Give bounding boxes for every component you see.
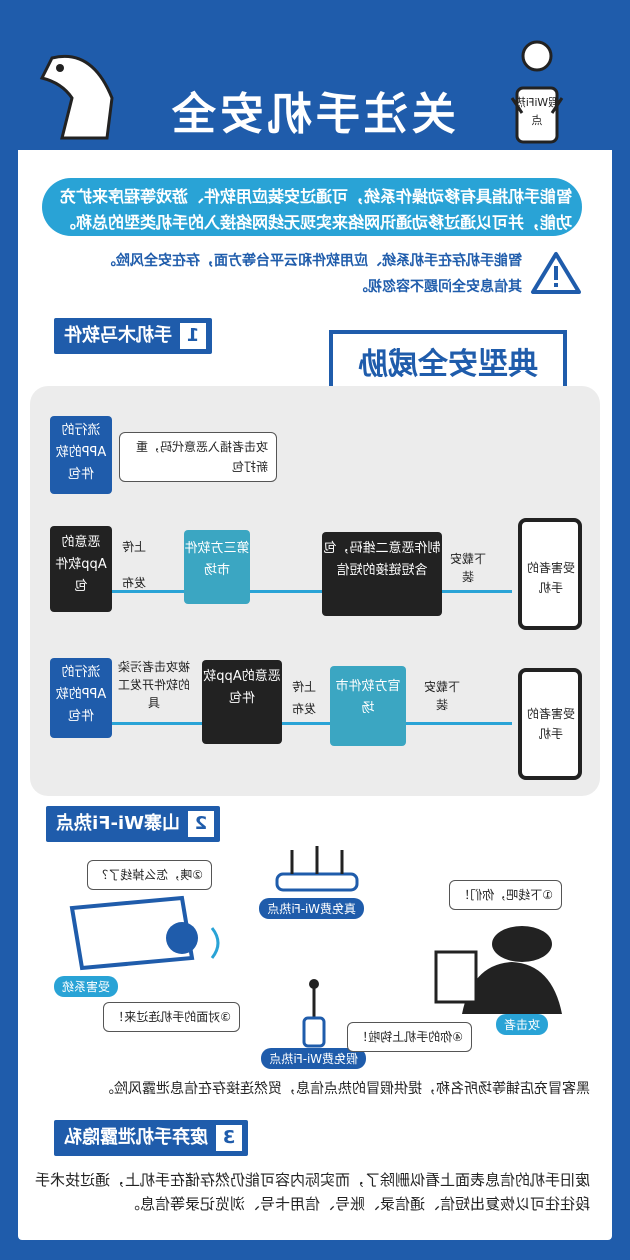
section-3-tag: 3 废弃手机泄露隐私 [54,1120,248,1156]
section-2-tag: 2 山寨Wi-Fi热点 [46,806,220,842]
arrow-line-6 [406,722,512,725]
laptop-icon [69,895,220,971]
content-card: 关注手机安全风险 假WiFi热点 智能手机指具有移动操作系统，可通过安装应用软件… [18,18,612,1240]
note-3-text: ③对面的手机连过来！ [112,1010,231,1024]
hacker-icon [434,926,562,1014]
intro-line-2: 功能，并可以通过移动通讯网络来实现无线网络接入的手机类型的总称。 [59,213,572,232]
warning-icon [531,252,581,294]
victim-system-label: 受害系统 [53,976,118,997]
popular-app-box-2: 流行的APP的软件包 [50,658,112,738]
section-1-number: 1 [180,323,206,349]
download-install-label-2: 下载安装 [424,680,461,712]
arrow-line-4 [112,722,202,725]
section-2-caption: 黑客冒充店铺等场所名称，提供假冒的热点信息，贸然连接存在信息泄露风险。 [100,1081,590,1097]
warning-text: 智能手机存在手机系统、应用软件和云平台等方面，存在安全风险。 其信息安全问题不容… [62,248,522,300]
section-3-number: 3 [216,1125,242,1151]
dev-tool-note: 被攻击者污染的软件开发工具 [118,660,191,710]
intro-line-1: 智能手机指具有移动操作系统，可通过安装应用软件、游戏等程序来扩充 [59,187,572,206]
section-3-title: 废弃手机泄露隐私 [64,1127,208,1148]
warning-line-1: 智能手机存在手机系统、应用软件和云平台等方面，存在安全风险。 [102,253,522,269]
arrow-line-3 [442,590,512,593]
section-3-body: 废旧手机的信息表面上看似删除了，而实际内容可能仍然存储在手机上，通过技术手段往往… [34,1171,590,1213]
third-party-market-text: 第三方软件市场 [184,541,250,578]
note-3-bubble: ③对面的手机连过来！ [103,1002,240,1032]
malicious-sms-text: 制作恶意二维码，包含短链接的短信 [323,541,441,578]
section-2-title: 山寨Wi-Fi热点 [56,813,180,834]
note-2-bubble: ②咦，怎么掉线了？ [87,860,212,890]
malicious-pkg-box-1: 恶意的App软件包 [50,526,112,612]
note-2-text: ②咦，怎么掉线了？ [96,868,203,882]
intro-text: 智能手机指具有移动操作系统，可通过安装应用软件、游戏等程序来扩充 功能，并可以通… [52,184,572,236]
publish-label-2: 发布 [292,702,317,716]
arrow-line-5 [282,722,330,725]
note-4-text: ④你的手机上钩啦！ [356,1030,463,1044]
third-party-market-box: 第三方软件市场 [184,530,250,604]
upload-label-1: 上传 [122,540,147,554]
section-2-number: 2 [188,811,214,837]
router-icon [275,846,359,892]
dragon-mascot-icon [39,54,114,140]
arrow-line-1 [112,590,192,593]
victim-phone-label-1: 受害者的手机 [527,561,576,595]
malicious-pkg-box-2: 恶意的App软件包 [202,660,282,744]
note-4-bubble: ④你的手机上钩啦！ [347,1022,472,1052]
real-hotspot-label: 真免费Wi-Fi热点 [259,898,364,919]
attacker-note-text: 攻击者插入恶意代码，重新打包 [135,440,268,474]
malicious-pkg-text-1: 恶意的App软件包 [55,535,107,594]
warning-line-2: 其信息安全问题不容忽视。 [354,279,522,295]
official-market-box: 官方软件市场 [330,666,406,746]
section-1-title: 手机木马软件 [64,325,172,346]
note-1-text: ①下线吧，你们！ [458,888,553,902]
section-1-tag: 1 手机木马软件 [54,318,212,354]
malicious-sms-box: 制作恶意二维码，包含短链接的短信 [322,532,442,616]
download-install-label-1: 下载安装 [449,552,486,584]
victim-phone-label-2: 受害者的手机 [527,707,576,741]
popular-app-text-2: 流行的APP的软件包 [55,665,107,724]
malicious-pkg-text-2: 恶意的App软件包 [203,669,281,706]
official-market-text: 官方软件市场 [335,679,401,716]
mascot-sign-text: 假WiFi热点 [514,96,560,127]
popular-app-box-1: 流行的APP的软件包 [50,416,112,494]
attacker-note-bubble: 攻击者插入恶意代码，重新打包 [119,432,277,482]
arrow-line-2 [250,590,322,593]
mascot-sign-icon [510,40,564,144]
note-1-bubble: ①下线吧，你们！ [449,880,562,910]
fake-router-icon [302,979,326,1048]
popular-app-text-1: 流行的APP的软件包 [55,423,107,482]
upload-label-2: 上传 [292,680,317,694]
attacker-label: 攻击者 [495,1014,548,1035]
